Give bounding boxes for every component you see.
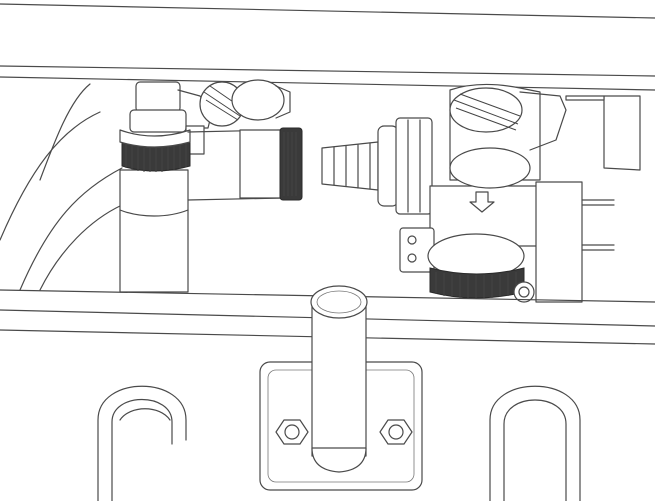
mounting-bracket-ear <box>399 227 435 273</box>
vertical-support-post <box>310 285 368 473</box>
plate-hex-bolt-left <box>275 419 309 445</box>
left-vertical-pipe <box>119 169 189 293</box>
left-return-hose <box>0 83 123 291</box>
left-hose-clamp <box>119 129 191 172</box>
horizontal-hose-section <box>187 129 283 201</box>
top-frame-rail <box>0 3 655 91</box>
plate-hex-bolt-right <box>379 419 413 445</box>
lower-left-hose-loop <box>97 385 187 501</box>
lower-right-hose-loop <box>489 385 581 501</box>
flow-direction-arrow <box>469 191 495 213</box>
hose-barb-nipple <box>321 117 433 215</box>
hose-coupling-nut <box>279 127 303 201</box>
lower-union-fitting <box>427 233 535 303</box>
upper-union-fitting <box>449 83 641 189</box>
